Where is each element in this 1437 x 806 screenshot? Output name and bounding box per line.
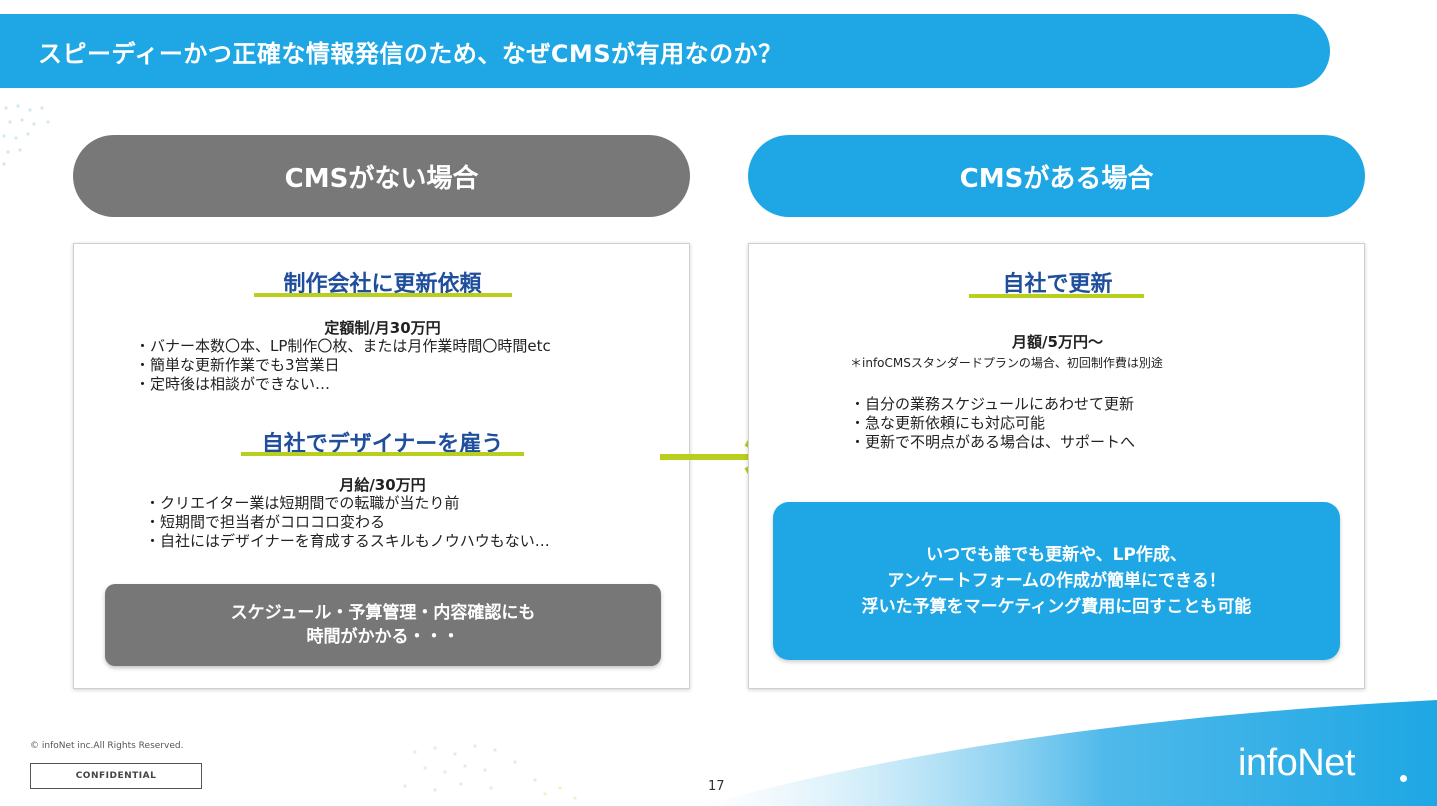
list-item: ・更新で不明点がある場合は、サポートへ: [850, 433, 1136, 451]
without-cms-label: CMSがない場合: [73, 135, 690, 217]
summary-line: 浮いた予算をマーケティング費用に回すことも可能: [861, 597, 1252, 617]
pricing-note: ＊infoCMSスタンダードプランの場合、初回制作費は別途: [850, 356, 1163, 370]
price-outsource: 定額制/月30万円: [324, 319, 441, 337]
heading-underline: [969, 294, 1144, 298]
without-cms-summary: スケジュール・予算管理・内容確認にも 時間がかかる・・・: [105, 584, 661, 666]
price-cms: 月額/5万円～: [1012, 333, 1103, 351]
list-item: ・急な更新依頼にも対応可能: [850, 414, 1046, 432]
copyright-text: © infoNet inc.All Rights Reserved.: [30, 741, 184, 751]
dot-pattern-decoration: [2, 104, 50, 166]
section-heading-self-update: 自社で更新: [1002, 272, 1113, 297]
outsource-bullet-list: ・バナー本数〇本、LP制作〇枚、または月作業時間〇時間etc ・簡単な更新作業で…: [135, 337, 551, 394]
list-item: ・自社にはデザイナーを育成するスキルもノウハウもない…: [145, 532, 550, 550]
list-item: ・短期間で担当者がコロコロ変わる: [145, 513, 386, 531]
price-designer: 月給/30万円: [339, 476, 426, 494]
cms-benefit-list: ・自分の業務スケジュールにあわせて更新 ・急な更新依頼にも対応可能 ・更新で不明…: [850, 395, 1135, 452]
list-item: ・バナー本数〇本、LP制作〇枚、または月作業時間〇時間etc: [135, 337, 551, 355]
page-number: 17: [708, 779, 725, 794]
heading-underline: [241, 452, 524, 456]
without-cms-panel: 制作会社に更新依頼 定額制/月30万円 ・バナー本数〇本、LP制作〇枚、または月…: [73, 243, 690, 689]
dot-pattern-decoration-bottom: [403, 744, 577, 800]
confidential-badge: CONFIDENTIAL: [30, 763, 202, 789]
list-item: ・簡単な更新作業でも3営業日: [135, 356, 340, 374]
logo-dot: [1400, 775, 1407, 782]
infonet-logo: infoNet: [1238, 742, 1355, 784]
summary-line: 時間がかかる・・・: [306, 627, 460, 647]
header-banner: [0, 14, 1330, 88]
summary-line: スケジュール・予算管理・内容確認にも: [230, 603, 536, 623]
with-cms-label: CMSがある場合: [748, 135, 1365, 217]
with-cms-summary: いつでも誰でも更新や、LP作成、 アンケートフォームの作成が簡単にできる！ 浮い…: [773, 502, 1340, 660]
with-cms-panel: 自社で更新 月額/5万円～ ＊infoCMSスタンダードプランの場合、初回制作費…: [748, 243, 1365, 689]
section-heading-outsource: 制作会社に更新依頼: [283, 272, 482, 297]
page-title: スピーディーかつ正確な情報発信のため、なぜCMSが有用なのか？: [38, 40, 783, 68]
list-item: ・クリエイター業は短期間での転職が当たり前: [145, 494, 460, 512]
list-item: ・自分の業務スケジュールにあわせて更新: [850, 395, 1134, 413]
designer-bullet-list: ・クリエイター業は短期間での転職が当たり前 ・短期間で担当者がコロコロ変わる ・…: [145, 494, 550, 551]
summary-line: アンケートフォームの作成が簡単にできる！: [887, 571, 1226, 591]
summary-line: いつでも誰でも更新や、LP作成、: [926, 545, 1187, 565]
heading-underline: [254, 293, 512, 297]
list-item: ・定時後は相談ができない…: [135, 375, 331, 393]
footer-wave-decoration: [700, 700, 1437, 806]
